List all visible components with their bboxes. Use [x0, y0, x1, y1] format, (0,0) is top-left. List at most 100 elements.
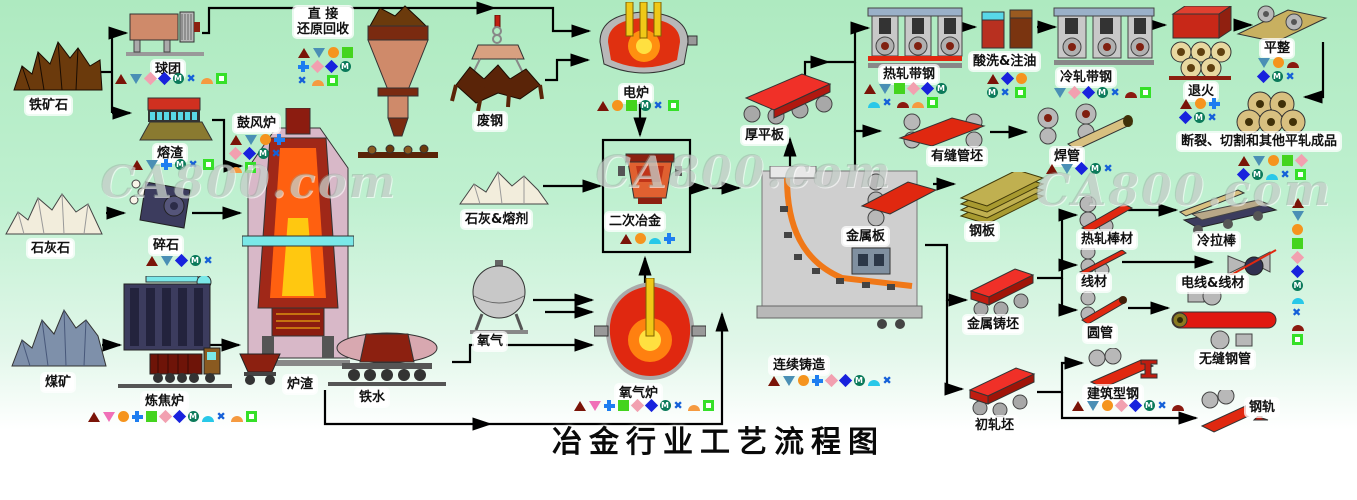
- tri-up-red-icon: [87, 411, 100, 422]
- label-oxygen: 氧气: [474, 333, 507, 350]
- square-green-icon: [341, 47, 353, 58]
- diamond-blue-icon: [1256, 69, 1270, 84]
- cold-strip-icons: [1052, 85, 1152, 100]
- x-blue-icon: [1111, 87, 1122, 98]
- diamond-pink-icon: [158, 409, 172, 424]
- tri-up-red-icon: [1237, 155, 1250, 166]
- coke-oven-icons: [86, 409, 258, 424]
- seamed-billet-illustration: [898, 113, 986, 149]
- square-hollow-green-icon: [245, 411, 257, 422]
- label-caster: 连续铸造: [770, 357, 829, 374]
- plus-blue-icon: [603, 400, 615, 411]
- arch-cyan-icon: [867, 101, 880, 108]
- steel-plate-stack-illustration: [959, 172, 1045, 224]
- pickling-tanks-illustration: [981, 9, 1033, 49]
- square-green-icon: [625, 100, 637, 111]
- arch-orange-icon: [200, 77, 213, 84]
- tri-down-pink-icon: [102, 411, 115, 422]
- tri-down-blue-icon: [1086, 400, 1099, 411]
- label-metal-sheet: 金属板: [843, 228, 889, 245]
- diamond-blue-icon: [1081, 85, 1095, 100]
- x-blue-icon: [883, 375, 894, 386]
- label-limestone: 石灰石: [28, 240, 74, 257]
- side-icon-column: [1290, 198, 1305, 345]
- badge-m-teal-icon: [1143, 400, 1155, 411]
- limestone-pile-illustration: [5, 193, 103, 235]
- diamond-blue-icon: [1178, 110, 1192, 125]
- arch-orange-icon: [229, 166, 242, 173]
- label-coke-oven: 炼焦炉: [142, 393, 188, 410]
- annealing-furnace-illustration: [1169, 6, 1232, 80]
- crusher-icons: [144, 253, 216, 268]
- plus-blue-icon: [1208, 98, 1220, 109]
- square-hollow-green-icon: [1292, 334, 1303, 345]
- secondary-icons: [618, 232, 676, 245]
- tri-down-blue-icon: [145, 159, 158, 170]
- badge-m-teal-icon: [639, 100, 651, 111]
- tri-down-blue-icon: [782, 375, 795, 386]
- crusher-illustration: [129, 179, 191, 229]
- x-blue-icon: [654, 100, 665, 111]
- label-weld-pipe: 焊管: [1051, 148, 1084, 165]
- diagram-title: 冶金行业工艺流程图: [552, 425, 885, 460]
- diamond-blue-icon: [1074, 161, 1088, 176]
- square-hollow-green-icon: [702, 400, 714, 411]
- sinter-machine-illustration: [139, 97, 213, 141]
- diamond-pink-icon: [1290, 250, 1305, 265]
- arch-orange-icon: [230, 415, 243, 422]
- label-bof: 氧气炉: [616, 385, 662, 402]
- circle-orange-icon: [327, 47, 339, 58]
- hot-strip-mill-illustration: [867, 7, 963, 68]
- arch-darkred-icon: [1291, 325, 1304, 331]
- square-green-icon: [893, 83, 905, 94]
- label-seam-billet: 有缝管坯: [928, 148, 987, 165]
- label-anneal: 退火: [1185, 83, 1218, 100]
- pelletizer-illustration: [126, 11, 204, 56]
- square-green-icon: [1281, 155, 1293, 166]
- tri-up-red-icon: [1045, 163, 1058, 174]
- diamond-pink-icon: [1294, 153, 1308, 168]
- tri-down-blue-icon: [878, 83, 891, 94]
- tri-up-red-icon: [1291, 198, 1304, 208]
- badge-m-teal-icon: [257, 148, 269, 159]
- blast-furnace-illustration: [242, 108, 354, 366]
- circle-orange-icon: [259, 134, 271, 145]
- eaf-icons: [595, 99, 680, 112]
- diamond-blue-icon: [644, 398, 658, 413]
- tri-down-blue-icon: [1252, 155, 1265, 166]
- slag-car-illustration: [239, 353, 281, 385]
- tri-down-pink-icon: [588, 400, 601, 411]
- direct-reduction-icons: [296, 74, 339, 87]
- slag-sinter-icons: [129, 158, 215, 171]
- torpedo-car-illustration: [328, 332, 446, 386]
- label-pickling: 酸洗&注油: [970, 53, 1040, 70]
- tri-up-red-icon: [573, 400, 586, 411]
- tri-down-blue-icon: [1060, 163, 1073, 174]
- square-green-icon: [145, 411, 157, 422]
- badge-m-teal-icon: [187, 411, 199, 422]
- arch-cyan-icon: [201, 415, 214, 422]
- label-cold-strip: 冷轧带钢: [1057, 69, 1116, 86]
- square-hollow-green-icon: [215, 73, 227, 84]
- badge-m-teal-icon: [853, 375, 865, 386]
- label-coal: 煤矿: [42, 374, 75, 391]
- thick-slab-illustration: [743, 73, 833, 125]
- rail-illustration: [1200, 390, 1269, 433]
- x-blue-icon: [883, 97, 894, 108]
- diamond-pink-icon: [143, 71, 157, 86]
- diamond-blue-icon: [1128, 398, 1142, 413]
- tri-up-red-icon: [596, 100, 609, 111]
- tri-up-red-icon: [297, 47, 310, 58]
- tri-down-blue-icon: [160, 255, 173, 266]
- square-hollow-green-icon: [926, 97, 938, 108]
- tri-up-red-icon: [145, 255, 158, 266]
- label-scrap: 废钢: [474, 113, 507, 130]
- x-blue-icon: [189, 159, 200, 170]
- oxygen-converter-illustration: [594, 278, 706, 381]
- tri-down-blue-icon: [1291, 211, 1304, 221]
- anneal-icons: [1178, 110, 1220, 125]
- label-slag-car: 炉渣: [284, 376, 317, 393]
- label-wire-cable: 电线&线材: [1178, 275, 1248, 292]
- label-bloom: 初轧坯: [972, 417, 1018, 434]
